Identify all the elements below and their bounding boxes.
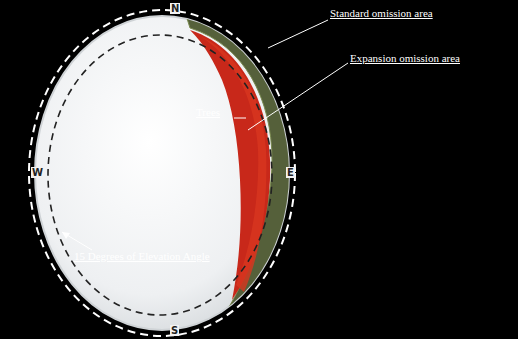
trees-region: [200, 36, 266, 292]
compass-label: E: [286, 167, 295, 178]
trees-label: Trees: [196, 106, 220, 119]
standard-omission-band: [185, 12, 290, 326]
expansion-boundary: [29, 10, 295, 336]
compass-label: S: [170, 325, 179, 336]
area-label: Standard omission area: [330, 7, 433, 20]
leader-line: [248, 63, 348, 130]
leader-line: [62, 232, 92, 250]
compass-label: W: [31, 167, 44, 178]
compass-label: N: [170, 3, 180, 14]
leader-lines: [62, 20, 348, 250]
elevation-15-circle: [48, 35, 272, 315]
arrow-head: [62, 232, 70, 239]
area-label: Expansion omission area: [350, 52, 460, 65]
leader-line: [234, 118, 246, 119]
leader-line: [268, 20, 328, 48]
angle-label: 15 Degrees of Elevation Angle: [74, 250, 210, 263]
